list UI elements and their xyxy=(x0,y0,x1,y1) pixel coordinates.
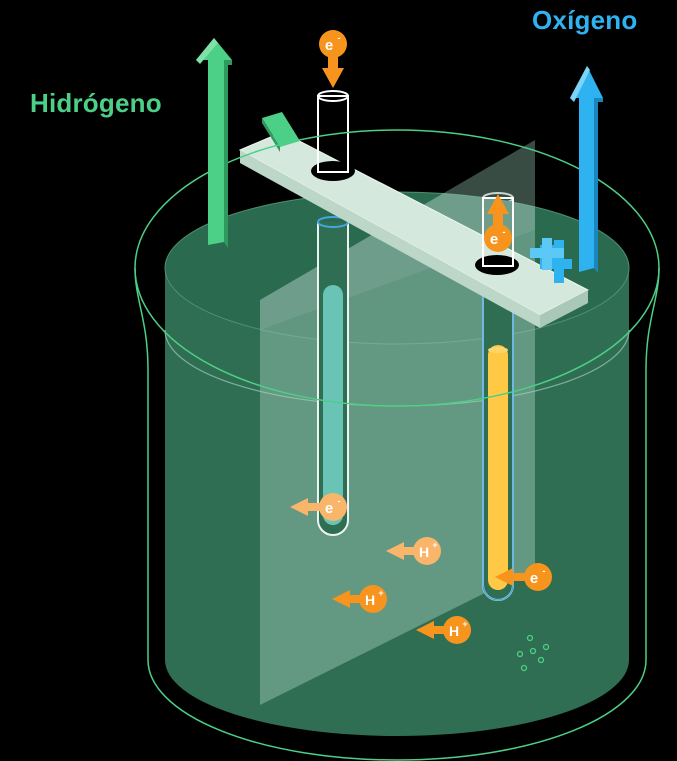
proton-marker: H + xyxy=(386,537,441,565)
electron-out-label: e xyxy=(490,231,498,248)
electron-cathode-marker: e - xyxy=(290,493,347,521)
cathode-electrode xyxy=(317,216,349,536)
electron-cathode-label: e xyxy=(325,500,333,517)
electron-in-label: e xyxy=(325,37,333,54)
proton-sup: + xyxy=(378,588,383,598)
electrode-bridge xyxy=(238,131,590,328)
proton-sup: + xyxy=(462,619,467,629)
proton-sup: + xyxy=(432,540,437,550)
hydrogen-arrow xyxy=(196,38,232,248)
proton-marker: H + xyxy=(332,585,387,613)
proton-marker: H + xyxy=(416,616,471,644)
proton-label: H xyxy=(365,592,375,608)
proton-label: H xyxy=(449,623,459,639)
electron-cathode-sup: - xyxy=(338,496,341,506)
oxygen-arrow xyxy=(570,66,603,273)
proton-label: H xyxy=(419,544,429,560)
negative-terminal xyxy=(262,112,300,152)
glass-container xyxy=(134,129,660,761)
electron-in-marker: e - xyxy=(319,30,347,88)
electron-anode-label: e xyxy=(530,570,538,587)
oxygen-bubbles xyxy=(516,634,550,672)
electron-out-sup: - xyxy=(503,227,506,237)
positive-terminal xyxy=(530,238,572,283)
anode-electrode xyxy=(482,280,514,601)
electron-out-marker: e - xyxy=(484,194,512,252)
electron-anode-sup: - xyxy=(543,566,546,576)
oxygen-label: Oxígeno xyxy=(532,5,638,35)
electron-in-sup: - xyxy=(338,33,341,43)
electron-anode-marker: e - xyxy=(495,563,552,591)
hydrogen-label: Hidrógeno xyxy=(30,88,162,118)
